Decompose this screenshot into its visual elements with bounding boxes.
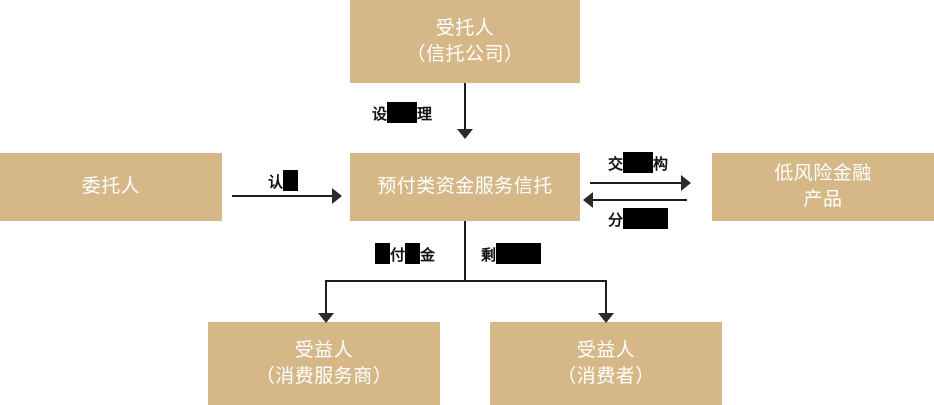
edge-label-trust-to-product: 交易机构 (608, 152, 668, 174)
node-prepaid-fund-service-trust: 预付类资金服务信托 (350, 153, 580, 221)
node-beneficiary-consumer: 受益人 （消费者） (490, 322, 722, 405)
arrowhead-right-settlor-to-trust (332, 188, 342, 204)
edge-line-beneficiaries-bus (325, 280, 606, 282)
edge-line-product-to-trust (592, 199, 687, 201)
arrowhead-left-product-to-trust (583, 192, 593, 208)
arrowhead-down-to-consumer (598, 313, 614, 323)
edge-line-to-merchant-drop (325, 280, 327, 317)
edge-line-to-consumer-drop (605, 280, 607, 317)
arrowhead-right-trust-to-product (681, 175, 691, 191)
edge-label-settlor-to-trust: 认购 (268, 170, 299, 192)
arrowhead-down-to-merchant (318, 313, 334, 323)
edge-label-trust-to-merchant: 支付资金 (375, 243, 435, 265)
edge-label-product-to-trust: 分配收益 (608, 208, 669, 230)
edge-label-trust-to-consumer: 剩余退还 (481, 243, 542, 265)
edge-line-trust-to-beneficiaries-stem (464, 221, 466, 281)
edge-line-trust-to-product (590, 182, 685, 184)
node-beneficiary-merchant: 受益人 （消费服务商） (208, 322, 440, 405)
edge-line-trustee-to-trust (464, 83, 466, 135)
edge-label-trustee-to-trust: 设定管理 (372, 102, 432, 124)
node-settlor: 委托人 (0, 153, 222, 221)
arrowhead-down-trustee-to-trust (457, 129, 473, 139)
node-trustee: 受托人 （信托公司） (350, 0, 580, 83)
node-low-risk-financial-product: 低风险金融 产品 (712, 153, 934, 221)
edge-line-settlor-to-trust (232, 195, 338, 197)
